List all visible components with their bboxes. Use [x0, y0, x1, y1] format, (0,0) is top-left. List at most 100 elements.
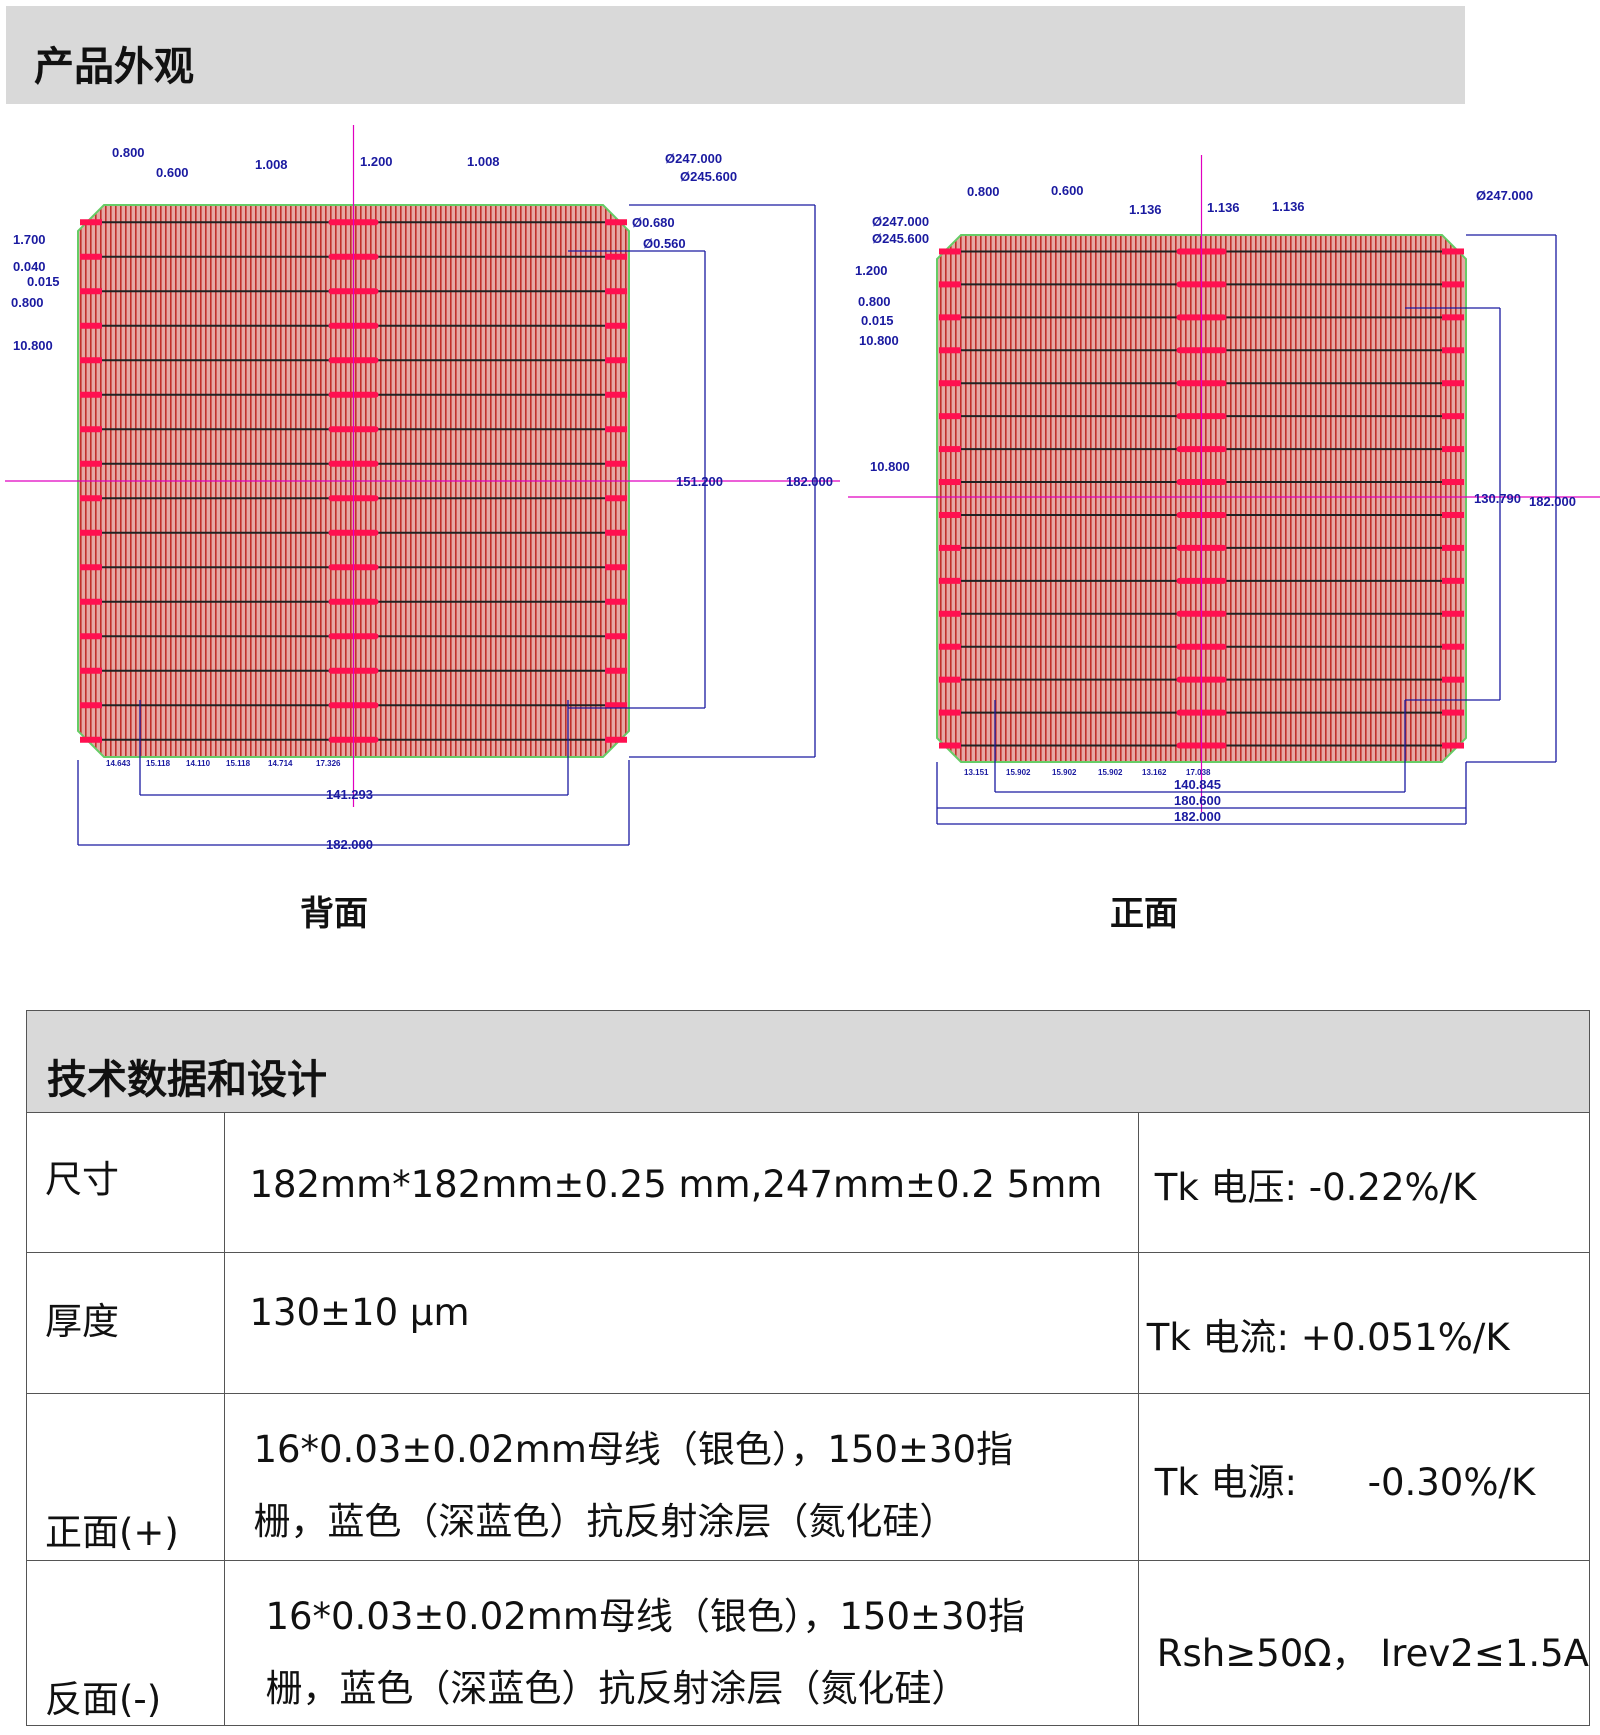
solder-pad	[605, 736, 627, 743]
solder-pad	[1442, 479, 1464, 486]
row-coef: Tk 电源: -0.30%/K	[1137, 1393, 1591, 1561]
row-label: 正面(+)	[25, 1393, 226, 1561]
solder-pad	[1442, 314, 1464, 321]
dimension-label: Ø0.560	[643, 236, 686, 251]
row-label: 反面(-)	[25, 1560, 226, 1726]
solder-pad	[1442, 248, 1464, 255]
dimension-label: 182.000	[1174, 809, 1221, 824]
solder-pad	[80, 322, 102, 329]
solder-pad	[605, 598, 627, 605]
solder-pad	[1442, 742, 1464, 749]
dimension-label: 130.790	[1474, 491, 1521, 506]
dimension-label: 180.600	[1174, 793, 1221, 808]
solder-pad	[1442, 577, 1464, 584]
row-label: 尺寸	[25, 1112, 226, 1253]
solder-pad	[1442, 347, 1464, 354]
dimension-label: 182.000	[1529, 494, 1576, 509]
table-row: 尺寸 182mm*182mm±0.25 mm,247mm±0.2 5mm Tk …	[25, 1112, 1591, 1253]
solder-pad	[1442, 446, 1464, 453]
dimension-label: 15.902	[1052, 768, 1077, 777]
table-row: 正面(+) 16*0.03±0.02mm母线（银色），150±30指栅，蓝色（深…	[25, 1393, 1591, 1561]
solder-pad	[939, 643, 961, 650]
spec-line: 16*0.03±0.02mm母线（银色），150±30指	[253, 1428, 1014, 1471]
dimension-label: 1.008	[467, 154, 500, 169]
dimension-label: 1.200	[855, 263, 888, 278]
solder-pad	[939, 380, 961, 387]
dimension-label: 17.326	[316, 759, 341, 768]
dimension-label: 0.015	[861, 313, 894, 328]
dimension-label: 0.015	[27, 274, 60, 289]
solder-pad	[605, 633, 627, 640]
dimension-label: 17.038	[1186, 768, 1211, 777]
dimension-label: 14.110	[186, 759, 211, 768]
dimension-label: Ø247.000	[665, 151, 722, 166]
dimension-label: 10.800	[870, 459, 910, 474]
solder-pad	[605, 391, 627, 398]
solder-pad	[1442, 610, 1464, 617]
solder-pad	[605, 495, 627, 502]
solder-pad	[605, 357, 627, 364]
dimension-label: 15.118	[146, 759, 171, 768]
dimension-label: 151.200	[676, 474, 723, 489]
dimension-label: 1.200	[360, 154, 393, 169]
dimension-label: 141.293	[326, 787, 373, 802]
row-coef: Tk 电压: -0.22%/K	[1137, 1112, 1591, 1253]
dimension-label: 0.040	[13, 259, 46, 274]
table-row: 反面(-) 16*0.03±0.02mm母线（银色），150±30指栅，蓝色（深…	[25, 1560, 1591, 1726]
solder-pad	[939, 577, 961, 584]
dimension-label: 14.643	[106, 759, 131, 768]
solder-pad	[80, 391, 102, 398]
solder-pad	[939, 709, 961, 716]
dimension-label: Ø245.600	[680, 169, 737, 184]
solder-pad	[1442, 676, 1464, 683]
dimension-label: Ø247.000	[1476, 188, 1533, 203]
section-header-appearance: 产品外观	[6, 6, 1465, 104]
solder-pad	[605, 426, 627, 433]
solder-pad	[939, 347, 961, 354]
back-cell-drawing	[5, 125, 840, 807]
dimension-label: Ø0.680	[632, 215, 675, 230]
solder-pad	[605, 322, 627, 329]
solder-pad	[80, 633, 102, 640]
solder-pad	[1442, 511, 1464, 518]
solder-pad	[939, 479, 961, 486]
dimension-label: 15.902	[1006, 768, 1031, 777]
solder-pad	[939, 446, 961, 453]
front-cell-drawing	[848, 155, 1600, 812]
solder-pad	[605, 460, 627, 467]
solder-pad	[80, 736, 102, 743]
dimension-label: 13.162	[1142, 768, 1167, 777]
solder-pad	[939, 511, 961, 518]
dimension-label: 0.600	[1051, 183, 1084, 198]
spec-line: 16*0.03±0.02mm母线（银色），150±30指	[265, 1595, 1026, 1638]
dimension-label: 15.902	[1098, 768, 1123, 777]
dimension-label: 182.000	[786, 474, 833, 489]
dimension-label: 14.714	[268, 759, 293, 768]
solder-pad	[80, 564, 102, 571]
front-caption: 正面	[1110, 894, 1178, 934]
solder-pad	[1442, 709, 1464, 716]
row-label: 厚度	[25, 1252, 226, 1394]
dimension-label: 0.600	[156, 165, 189, 180]
solder-pad	[80, 702, 102, 709]
solder-pad	[80, 667, 102, 674]
row-spec: 130±10 μm	[224, 1252, 1139, 1394]
solder-pad	[80, 426, 102, 433]
dimension-label: 0.800	[967, 184, 1000, 199]
dimension-label: 1.136	[1272, 199, 1305, 214]
section-title: 产品外观	[34, 44, 194, 90]
dimension-label: 0.800	[858, 294, 891, 309]
solder-pad	[605, 253, 627, 260]
solder-pad	[80, 357, 102, 364]
table-title: 技术数据和设计	[26, 1010, 1590, 1113]
row-coef: Tk 电流: +0.051%/K	[1137, 1252, 1591, 1394]
dimension-label: 0.800	[11, 295, 44, 310]
solder-pad	[939, 742, 961, 749]
solder-pad	[80, 460, 102, 467]
solder-pad	[605, 667, 627, 674]
solder-pad	[1442, 281, 1464, 288]
solder-pad	[939, 676, 961, 683]
